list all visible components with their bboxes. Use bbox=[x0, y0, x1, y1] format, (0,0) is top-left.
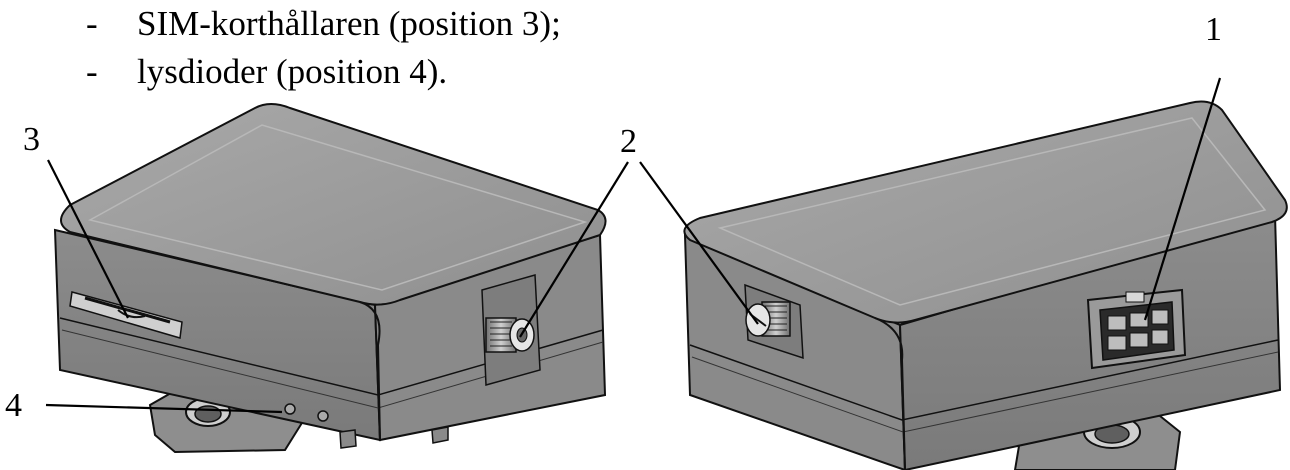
callout-4: 4 bbox=[5, 387, 283, 424]
list-bullet: - bbox=[86, 4, 98, 43]
antenna-connector-left bbox=[481, 274, 541, 386]
leader-line-4 bbox=[45, 403, 283, 414]
led-indicators bbox=[284, 403, 329, 422]
leader-line-2b bbox=[639, 161, 759, 325]
list-item-text: SIM-korthållaren (position 3); bbox=[137, 4, 561, 43]
callout-label-4: 4 bbox=[5, 387, 22, 424]
callout-label-1: 1 bbox=[1205, 11, 1222, 48]
callout-label-3: 3 bbox=[23, 121, 40, 158]
leader-line-2a bbox=[519, 161, 629, 338]
power-connector bbox=[1086, 288, 1187, 370]
callout-1: 1 bbox=[1143, 11, 1222, 321]
antenna-connector-right bbox=[744, 283, 804, 360]
leader-line-3 bbox=[47, 159, 129, 319]
right-device bbox=[683, 100, 1288, 470]
leader-line-1 bbox=[1143, 77, 1222, 321]
list-bullet: - bbox=[86, 52, 98, 91]
callout-label-2: 2 bbox=[620, 123, 637, 160]
callout-3: 3 bbox=[23, 121, 129, 319]
left-device bbox=[53, 103, 607, 454]
callout-2: 2 bbox=[519, 123, 759, 338]
list-item-text: lysdioder (position 4). bbox=[137, 52, 448, 91]
